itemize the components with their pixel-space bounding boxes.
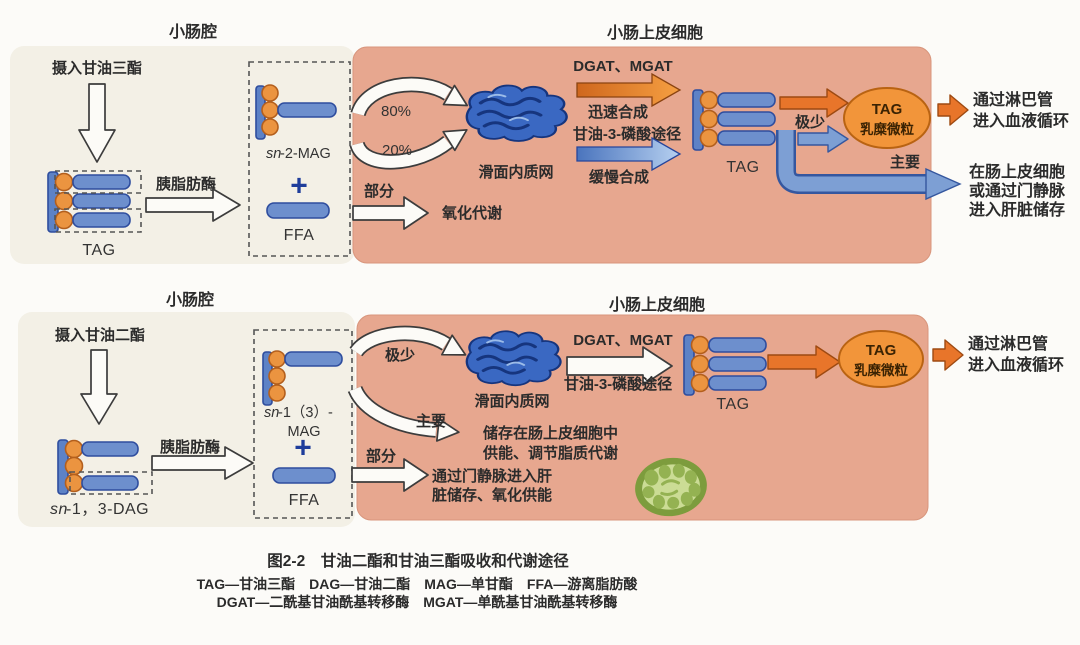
caption-title: 图2-2 甘油二酯和甘油三酯吸收和代谢途径	[267, 551, 569, 570]
bottom-store-line2: 供能、调节脂质代谢	[482, 444, 618, 462]
top-chylomicron-tag: TAG	[872, 101, 903, 118]
top-minor-label: 极少	[795, 113, 825, 131]
bottom-enzymes-label: DGAT、MGAT	[573, 332, 672, 349]
bottom-ffa-bar	[272, 467, 336, 484]
bottom-major-arrow	[347, 385, 460, 442]
bottom-major-label: 主要	[416, 412, 446, 430]
top-80pct-arrow	[350, 76, 469, 117]
bottom-dag-label: -1，3-DAG	[66, 501, 149, 518]
bottom-cell-tag-molecule	[683, 334, 767, 396]
bottom-mag-line2: MAG	[287, 424, 320, 440]
bottom-chylomicron-ellipse	[838, 330, 924, 388]
bottom-lymph-line1: 通过淋巴管	[968, 334, 1048, 353]
bottom-er-label: 滑面内质网	[474, 392, 549, 410]
top-slow-label: 缓慢合成	[589, 168, 649, 186]
top-rapid-arrow	[576, 72, 682, 108]
top-lymph-line2: 进入血液循环	[973, 111, 1069, 130]
top-partial-label: 部分	[364, 182, 394, 200]
bottom-mag-molecule	[262, 350, 343, 406]
top-major-label: 主要	[890, 153, 920, 171]
top-down-arrow	[78, 83, 116, 163]
top-mag-label: -2-MAG	[280, 146, 331, 162]
caption-legend1: TAG—甘油三酯 DAG—甘油二酯 MAG—单甘酯 FFA—游离脂肪酸	[197, 576, 639, 592]
bottom-partial-label: 部分	[366, 447, 396, 465]
bottom-down-arrow	[80, 349, 118, 425]
caption-legend2: DGAT—二酰基甘油酰基转移酶 MGAT—单酰基甘油酰基转移酶	[217, 594, 618, 610]
top-minor-arrow	[779, 88, 849, 118]
bottom-mag-label: -1（3）-	[278, 404, 333, 421]
top-lipase-label: 胰脂肪酶	[156, 175, 216, 193]
bottom-portal-arrow	[351, 458, 429, 492]
bottom-chylo-arrow	[767, 345, 841, 379]
top-tag-label: TAG	[82, 242, 115, 259]
bottom-dag-molecule	[57, 439, 153, 495]
bottom-lipase-label: 胰脂肪酶	[160, 438, 220, 456]
bottom-dag-sn: sn	[50, 501, 68, 518]
top-products-dashed-box	[248, 61, 351, 257]
top-rapid-label: 迅速合成	[588, 103, 648, 121]
bottom-lymph-line2: 进入血液循环	[968, 355, 1064, 374]
top-80pct-label: 80%	[381, 103, 411, 120]
bottom-portal-line2: 脏储存、氧化供能	[432, 486, 552, 504]
bottom-lipase-arrow	[151, 446, 254, 480]
bottom-minor-arrow	[349, 325, 467, 358]
top-oxidation-label: 氧化代谢	[441, 204, 502, 222]
top-mag-sn: sn	[266, 146, 281, 162]
top-slow-arrow	[576, 136, 682, 172]
bottom-panel-dag-pathway: 小肠腔 小肠上皮细胞 摄入甘油二酯 sn -1，3-DAG 胰脂肪酶 sn	[18, 290, 1064, 527]
top-lymph-line1: 通过淋巴管	[973, 90, 1053, 109]
bottom-intake-label: 摄入甘油二酯	[55, 326, 145, 344]
bottom-store-line1: 储存在肠上皮细胞中	[483, 424, 618, 442]
top-tag-molecule	[47, 170, 142, 233]
top-mag-molecule	[255, 84, 337, 140]
top-g3p-label: 甘油-3-磷酸途径	[573, 125, 681, 143]
top-lumen-title: 小肠腔	[169, 22, 217, 41]
bottom-mag-sn: sn	[264, 405, 279, 421]
top-ffa-label: FFA	[284, 227, 315, 244]
bottom-chylomicron-name: 乳糜微粒	[854, 362, 908, 378]
top-liver-line2: 或通过门静脉	[969, 181, 1066, 200]
bottom-products-dashed-box	[253, 329, 353, 519]
top-liver-line1: 在肠上皮细胞	[969, 162, 1065, 181]
bottom-plus-sign: +	[294, 432, 312, 465]
top-chylomicron-name: 乳糜微粒	[860, 121, 914, 137]
top-plus-sign: +	[290, 170, 308, 203]
top-cell-title: 小肠上皮细胞	[607, 23, 703, 42]
bottom-g3p-label: 甘油-3-磷酸途径	[564, 375, 672, 393]
figure-caption: 图2-2 甘油二酯和甘油三酯吸收和代谢途径 TAG—甘油三酯 DAG—甘油二酯 …	[197, 551, 639, 610]
top-20pct-label: 20%	[382, 142, 412, 159]
top-cell-tag-label: TAG	[726, 159, 759, 176]
top-lymph-arrow	[937, 94, 969, 126]
top-cell-tag-molecule	[692, 89, 776, 151]
bottom-cell-title: 小肠上皮细胞	[609, 295, 705, 314]
top-enzymes-label: DGAT、MGAT	[573, 58, 672, 75]
top-panel-tag-pathway: 小肠腔 小肠上皮细胞 摄入甘油三酯 TAG 胰脂肪酶 sn -2-MAG + F…	[10, 22, 1069, 264]
bottom-ffa-label: FFA	[289, 492, 320, 509]
top-lipase-arrow	[145, 188, 241, 222]
bottom-portal-line1: 通过门静脉进入肝	[432, 467, 552, 485]
top-liver-line3: 进入肝脏储存	[969, 200, 1065, 219]
top-20pct-arrow	[349, 129, 468, 170]
top-intake-label: 摄入甘油三酯	[52, 59, 142, 77]
bottom-chylomicron-tag: TAG	[866, 342, 897, 359]
top-oxidation-arrow	[352, 196, 429, 230]
bottom-g3p-arrow	[566, 346, 673, 386]
dag-sn3-dashed-box	[69, 471, 153, 495]
top-ffa-bar	[266, 202, 330, 219]
top-major-blue-arrow	[776, 125, 962, 201]
bottom-minor-label: 极少	[385, 346, 415, 364]
top-er-label: 滑面内质网	[478, 163, 553, 181]
bottom-lumen-title: 小肠腔	[166, 290, 214, 309]
bottom-cell-tag-label: TAG	[716, 396, 749, 413]
top-chylomicron-ellipse	[843, 87, 931, 149]
bottom-lymph-arrow	[932, 339, 964, 371]
